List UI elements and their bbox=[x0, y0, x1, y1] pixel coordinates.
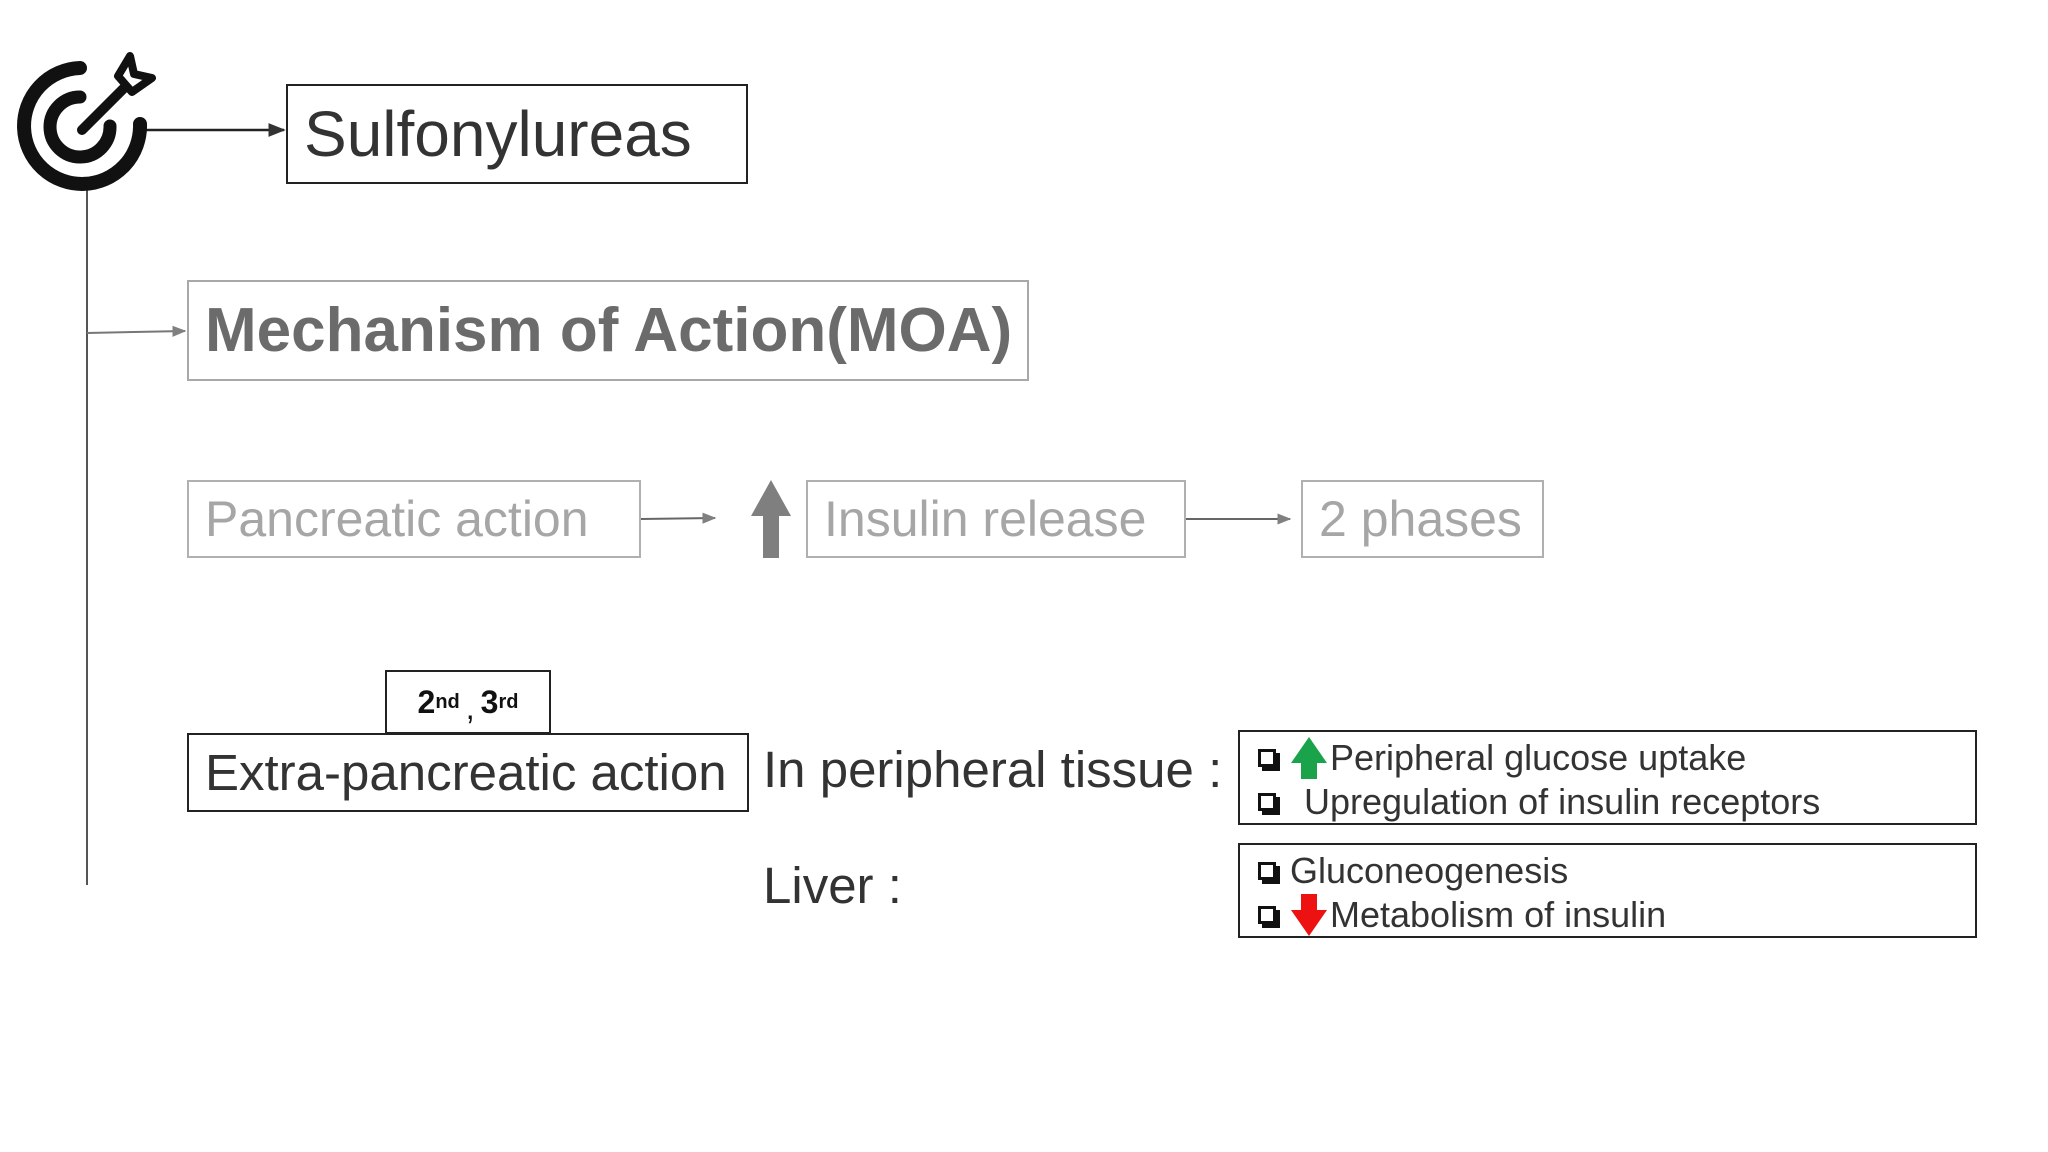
checkbox-bullet-icon bbox=[1258, 862, 1276, 880]
insulin-release-label: Insulin release bbox=[824, 491, 1147, 547]
gen-first-sup: nd bbox=[435, 690, 460, 713]
moa-box: Mechanism of Action(MOA) bbox=[187, 280, 1029, 381]
pancreatic-action-box: Pancreatic action bbox=[187, 480, 641, 558]
checkbox-bullet-icon bbox=[1258, 793, 1276, 811]
list-item: Gluconeogenesis bbox=[1258, 849, 1975, 893]
title-box: Sulfonylureas bbox=[286, 84, 748, 184]
peripheral-item-2: Upregulation of insulin receptors bbox=[1304, 781, 1821, 822]
liver-effects-box: Gluconeogenesis Metabolism of insulin bbox=[1238, 843, 1977, 938]
increase-arrow-icon bbox=[751, 480, 791, 558]
checkbox-bullet-icon bbox=[1258, 749, 1276, 767]
gen-second-sup: rd bbox=[498, 690, 519, 713]
green-up-arrow-icon bbox=[1291, 737, 1327, 779]
peripheral-tissue-label: In peripheral tissue : bbox=[763, 741, 1223, 798]
page-title: Sulfonylureas bbox=[304, 98, 692, 170]
liver-item-2: Metabolism of insulin bbox=[1330, 894, 1667, 935]
pancreatic-to-insulin-arrow bbox=[640, 512, 717, 524]
moa-heading: Mechanism of Action(MOA) bbox=[205, 296, 1013, 365]
red-down-arrow-icon bbox=[1291, 894, 1327, 936]
liver-item-1: Gluconeogenesis bbox=[1290, 850, 1569, 891]
extra-pancreatic-box: Extra-pancreatic action bbox=[187, 733, 749, 812]
two-phases-box: 2 phases bbox=[1301, 480, 1544, 558]
peripheral-item-1: Peripheral glucose uptake bbox=[1330, 737, 1747, 778]
gen-separator: , bbox=[465, 689, 475, 726]
gen-second: 3 bbox=[480, 683, 499, 720]
two-phases-label: 2 phases bbox=[1319, 491, 1522, 547]
liver-label: Liver : bbox=[763, 857, 902, 914]
extra-pancreatic-label: Extra-pancreatic action bbox=[205, 744, 727, 801]
list-item: Metabolism of insulin bbox=[1258, 893, 1975, 937]
list-item: Peripheral glucose uptake bbox=[1258, 736, 1975, 780]
pancreatic-action-label: Pancreatic action bbox=[205, 491, 589, 547]
target-arrow-icon bbox=[17, 52, 156, 191]
gen-first: 2 bbox=[417, 683, 436, 720]
checkbox-bullet-icon bbox=[1258, 906, 1276, 924]
list-item: Upregulation of insulin receptors bbox=[1258, 780, 1975, 824]
line-to-moa-arrow bbox=[86, 325, 187, 337]
insulin-release-box: Insulin release bbox=[806, 480, 1186, 558]
peripheral-effects-box: Peripheral glucose uptake Upregulation o… bbox=[1238, 730, 1977, 825]
